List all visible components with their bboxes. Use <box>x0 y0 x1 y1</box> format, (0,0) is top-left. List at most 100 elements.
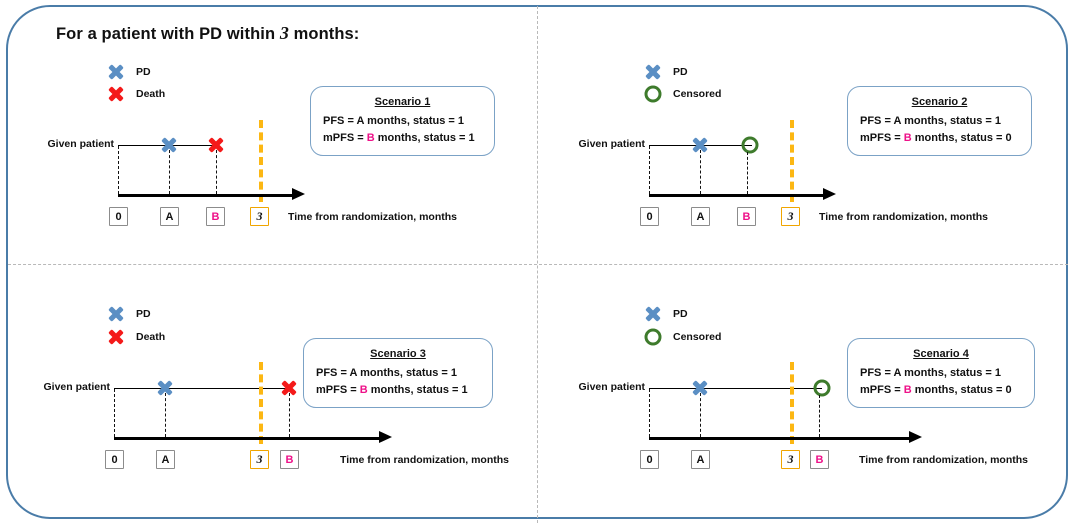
x-blue-icon <box>645 64 661 80</box>
tick-b: B <box>737 207 756 226</box>
three-month-line <box>790 362 794 444</box>
legend-item-censored: Censored <box>644 85 722 103</box>
time-axis <box>118 194 292 197</box>
drop-line-0 <box>649 146 650 194</box>
legend-label: PD <box>136 308 151 320</box>
drop-line-a <box>169 150 170 194</box>
given-patient-label: Given patient <box>578 381 645 393</box>
given-patient-label: Given patient <box>578 138 645 150</box>
patient-followup-line <box>114 388 289 389</box>
time-axis-arrowhead <box>909 431 922 443</box>
given-patient-label: Given patient <box>47 138 114 150</box>
drop-line-a <box>700 150 701 194</box>
mpfs-prefix: mPFS = <box>316 384 360 396</box>
three-month-line <box>259 362 263 444</box>
axis-caption: Time from randomization, months <box>859 454 1028 466</box>
tick-0: 0 <box>640 450 659 469</box>
time-axis-arrowhead <box>823 188 836 200</box>
drop-line-0 <box>649 389 650 437</box>
x-blue-icon <box>108 64 124 80</box>
scenario-box-4: Scenario 4 PFS = A months, status = 1 mP… <box>847 338 1035 408</box>
circle-green-icon <box>644 85 662 103</box>
time-axis <box>649 437 909 440</box>
scenario-title: Scenario 3 <box>370 348 426 360</box>
legend-label: Censored <box>673 88 722 100</box>
title-suffix: months: <box>288 25 360 43</box>
time-axis-arrowhead <box>292 188 305 200</box>
legend-item-pd: PD <box>108 64 151 80</box>
censored-event-marker <box>741 136 759 154</box>
tick-three: 3 <box>781 207 800 226</box>
mpfs-suffix: months, status = 0 <box>911 384 1012 396</box>
drop-line-0 <box>118 146 119 194</box>
x-blue-icon <box>645 306 661 322</box>
time-axis <box>649 194 823 197</box>
scenario-pfs-line: PFS = A months, status = 1 <box>860 115 1001 127</box>
scenario-box-2: Scenario 2 PFS = A months, status = 1 mP… <box>847 86 1032 156</box>
tick-three: 3 <box>781 450 800 469</box>
scenario-title: Scenario 2 <box>911 96 968 108</box>
tick-0: 0 <box>109 207 128 226</box>
legend-label: PD <box>136 66 151 78</box>
tick-a: A <box>156 450 175 469</box>
scenario-mpfs-line: mPFS = B months, status = 0 <box>860 132 1019 144</box>
legend-label: Death <box>136 88 166 100</box>
axis-caption: Time from randomization, months <box>819 211 988 223</box>
scenario-pfs-line: PFS = A months, status = 1 <box>323 115 464 127</box>
patient-followup-line <box>649 388 822 389</box>
scenario-box-3: Scenario 3 PFS = A months, status = 1 mP… <box>303 338 493 408</box>
scenario-title: Scenario 1 <box>374 96 431 108</box>
drop-line-a <box>165 393 166 437</box>
title-prefix: For a patient with PD within <box>56 25 280 43</box>
scenario-title: Scenario 4 <box>913 348 969 360</box>
drop-line-b <box>819 395 820 437</box>
tick-a: A <box>160 207 179 226</box>
tick-a: A <box>691 207 710 226</box>
scenario-pfs-line: PFS = A months, status = 1 <box>860 367 1001 379</box>
mpfs-prefix: mPFS = <box>860 132 904 144</box>
x-blue-icon <box>108 306 124 322</box>
legend-label: Death <box>136 331 166 343</box>
scenario-mpfs-line: mPFS = B months, status = 1 <box>323 132 482 144</box>
tick-b: B <box>810 450 829 469</box>
three-month-line <box>259 120 263 202</box>
title-number: 3 <box>279 23 289 43</box>
scenario-pfs-line: PFS = A months, status = 1 <box>316 367 457 379</box>
drop-line-a <box>700 393 701 437</box>
drop-line-b <box>289 393 290 437</box>
time-axis-arrowhead <box>379 431 392 443</box>
x-red-icon <box>108 329 124 345</box>
legend-item-death: Death <box>108 86 165 102</box>
mpfs-prefix: mPFS = <box>860 384 904 396</box>
mpfs-prefix: mPFS = <box>323 132 367 144</box>
page-title: For a patient with PD within 3 months: <box>56 23 359 44</box>
given-patient-label: Given patient <box>43 381 110 393</box>
legend-label: PD <box>673 308 688 320</box>
panel-3: PD Death Given patient 0 A 3 B Time from… <box>0 264 537 529</box>
tick-three: 3 <box>250 450 269 469</box>
drop-line-0 <box>114 389 115 437</box>
tick-0: 0 <box>105 450 124 469</box>
legend-item-pd: PD <box>108 306 151 322</box>
mpfs-value: B <box>903 384 912 396</box>
tick-b: B <box>280 450 299 469</box>
scenario-mpfs-line: mPFS = B months, status = 1 <box>316 384 480 396</box>
legend-item-pd: PD <box>645 64 688 80</box>
mpfs-suffix: months, status = 1 <box>374 132 475 144</box>
three-month-line <box>790 120 794 202</box>
axis-caption: Time from randomization, months <box>340 454 509 466</box>
circle-green-icon <box>644 328 662 346</box>
mpfs-value: B <box>359 384 368 396</box>
censored-event-marker <box>813 379 831 397</box>
tick-a: A <box>691 450 710 469</box>
panel-4: PD Censored Given patient 0 A 3 B Time f… <box>537 264 1080 529</box>
mpfs-value: B <box>366 132 375 144</box>
legend-label: PD <box>673 66 688 78</box>
mpfs-value: B <box>903 132 912 144</box>
mpfs-suffix: months, status = 1 <box>367 384 468 396</box>
x-red-icon <box>108 86 124 102</box>
time-axis <box>114 437 379 440</box>
tick-b: B <box>206 207 225 226</box>
mpfs-suffix: months, status = 0 <box>911 132 1012 144</box>
